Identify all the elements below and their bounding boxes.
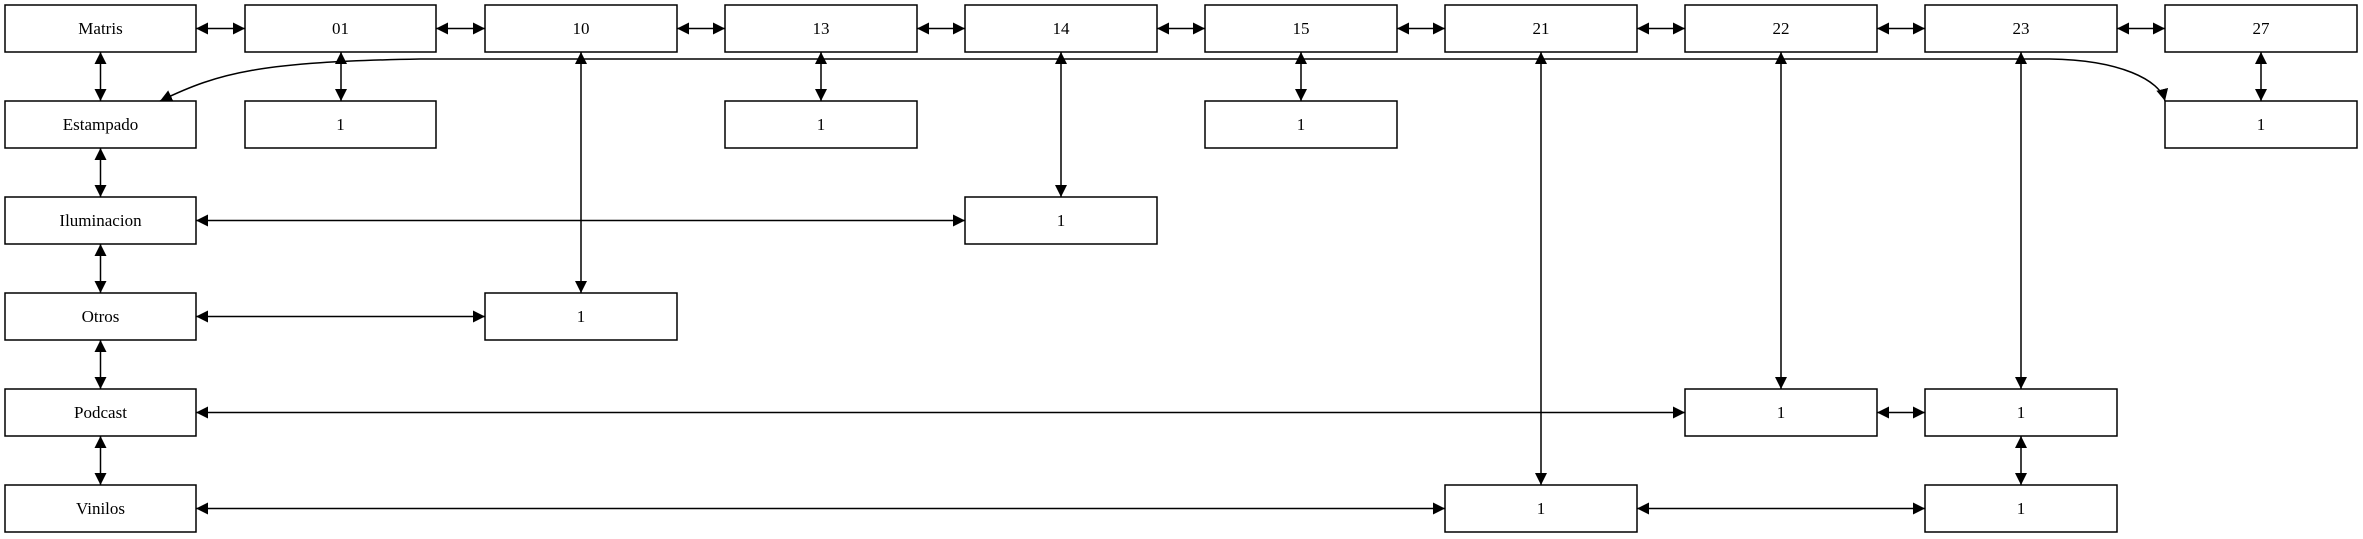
cell-podcast-22[interactable]: 1 [1684, 388, 1878, 437]
cell-estampado-13[interactable]: 1 [724, 100, 918, 149]
cell-value: 1 [2257, 115, 2266, 134]
cell-vinilos-23[interactable]: 1 [1924, 484, 2118, 533]
node-label: Podcast [74, 403, 127, 422]
node-vinilos[interactable]: Vinilos [4, 484, 197, 533]
edge-estampado-e27 [159, 58, 2169, 102]
cell-value: 1 [577, 307, 586, 326]
cell-value: 1 [336, 115, 345, 134]
node-label: 01 [332, 19, 349, 38]
edges [94, 22, 2267, 515]
node-label: Vinilos [76, 499, 125, 518]
node-label: 13 [813, 19, 830, 38]
cell-value: 1 [1297, 115, 1306, 134]
node-22[interactable]: 22 [1684, 4, 1878, 53]
cell-estampado-15[interactable]: 1 [1204, 100, 1398, 149]
node-iluminacion[interactable]: Iluminacion [4, 196, 197, 245]
cell-estampado-27[interactable]: 1 [2164, 100, 2358, 149]
cell-value: 1 [1537, 499, 1546, 518]
node-estampado[interactable]: Estampado [4, 100, 197, 149]
node-01[interactable]: 01 [244, 4, 437, 53]
node-14[interactable]: 14 [964, 4, 1158, 53]
nodes: Matris 01 10 13 14 15 21 22 [4, 4, 2358, 533]
node-21[interactable]: 21 [1444, 4, 1638, 53]
cell-value: 1 [2017, 499, 2026, 518]
node-label: Iluminacion [59, 211, 142, 230]
node-label: Matris [78, 19, 122, 38]
cell-value: 1 [817, 115, 826, 134]
node-label: 21 [1533, 19, 1550, 38]
node-label: 22 [1773, 19, 1790, 38]
node-27[interactable]: 27 [2164, 4, 2358, 53]
node-matris[interactable]: Matris [4, 4, 197, 53]
node-23[interactable]: 23 [1924, 4, 2118, 53]
cell-iluminacion-14[interactable]: 1 [964, 196, 1158, 245]
cell-value: 1 [1777, 403, 1786, 422]
node-label: 27 [2253, 19, 2271, 38]
node-13[interactable]: 13 [724, 4, 918, 53]
cell-value: 1 [1057, 211, 1066, 230]
cell-value: 1 [2017, 403, 2026, 422]
cell-estampado-01[interactable]: 1 [244, 100, 437, 149]
node-label: 10 [573, 19, 590, 38]
node-label: 14 [1053, 19, 1071, 38]
node-podcast[interactable]: Podcast [4, 388, 197, 437]
cell-otros-10[interactable]: 1 [484, 292, 678, 341]
node-label: 23 [2013, 19, 2030, 38]
node-label: 15 [1293, 19, 1310, 38]
cell-vinilos-21[interactable]: 1 [1444, 484, 1638, 533]
node-10[interactable]: 10 [484, 4, 678, 53]
node-15[interactable]: 15 [1204, 4, 1398, 53]
node-label: Estampado [63, 115, 139, 134]
node-label: Otros [82, 307, 120, 326]
node-otros[interactable]: Otros [4, 292, 197, 341]
cell-podcast-23[interactable]: 1 [1924, 388, 2118, 437]
